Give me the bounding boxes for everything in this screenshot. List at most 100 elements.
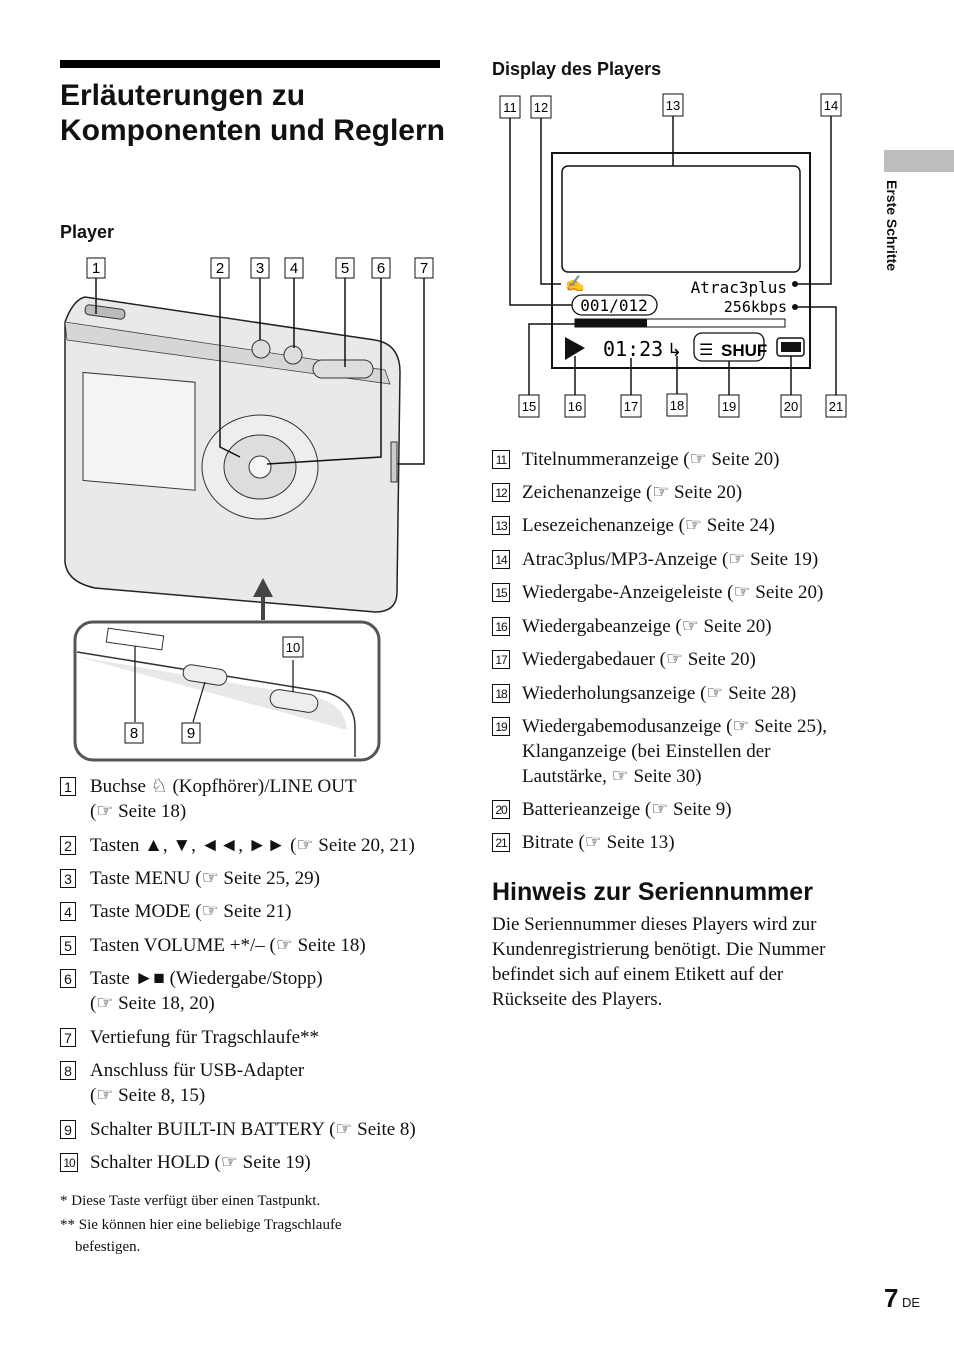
lcd-codec: Atrac3plus: [691, 278, 787, 297]
item-line: Lautstärke, ☞ Seite 30): [522, 766, 702, 787]
callout-10: 10: [282, 636, 304, 658]
item-text: Anschluss für USB-Adapter(☞ Seite 8, 15): [90, 1058, 304, 1108]
item-text: Wiedergabeanzeige (☞ Seite 20): [522, 614, 772, 639]
callout-13: 13: [662, 93, 684, 117]
page-title: Erläuterungen zu Komponenten und Reglern: [60, 79, 445, 147]
item-line: Lesezeichenanzeige (☞ Seite 24): [522, 515, 775, 536]
footnote-2: ** Sie können hier eine beliebige Tragsc…: [60, 1217, 342, 1233]
callout-12-label: 12: [534, 100, 548, 115]
callout-10-label: 10: [286, 640, 300, 655]
callout-4: 4: [284, 257, 304, 279]
callout-3: 3: [250, 257, 270, 279]
callout-12: 12: [530, 95, 552, 119]
callout-14: 14: [820, 93, 842, 117]
item-text: Atrac3plus/MP3-Anzeige (☞ Seite 19): [522, 547, 818, 572]
callout-9: 9: [181, 722, 201, 744]
item-text: Tasten ▲, ▼, ◄◄, ►► (☞ Seite 20, 21): [90, 833, 415, 858]
item-text: Wiedergabe-Anzeigeleiste (☞ Seite 20): [522, 580, 823, 605]
item-line: Taste ►■ (Wiedergabe/Stopp): [90, 968, 323, 989]
hinweis-heading: Hinweis zur Seriennummer: [492, 878, 813, 906]
item-number: 14: [492, 550, 510, 569]
lcd-mode: SHUF: [721, 341, 767, 360]
item-number: 18: [492, 684, 510, 703]
callout-4-label: 4: [290, 260, 298, 277]
item-text: Batterieanzeige (☞ Seite 9): [522, 797, 732, 822]
item-line: (☞ Seite 18): [90, 801, 187, 822]
callout-7-label: 7: [420, 260, 428, 277]
item-line: Zeichenanzeige (☞ Seite 20): [522, 482, 743, 503]
callout-5-label: 5: [341, 260, 349, 277]
item-line: Buchse ♘ (Kopfhörer)/LINE OUT: [90, 776, 357, 797]
display-heading: Display des Players: [492, 59, 662, 79]
item-line: Wiedergabemodusanzeige (☞ Seite 25),: [522, 716, 828, 737]
item-number: 9: [60, 1120, 76, 1139]
item-text: Tasten VOLUME +*/– (☞ Seite 18): [90, 933, 366, 958]
item-line: Tasten ▲, ▼, ◄◄, ►► (☞ Seite 20, 21): [90, 835, 415, 856]
item-number: 5: [60, 936, 76, 955]
item-text: Zeichenanzeige (☞ Seite 20): [522, 480, 742, 505]
footnote-1: * Diese Taste verfügt über einen Tastpun…: [60, 1193, 321, 1209]
headphone-jack: [84, 304, 126, 320]
item-line: Wiedergabeanzeige (☞ Seite 20): [522, 616, 772, 637]
list-icon: ☰: [699, 342, 713, 359]
item-text: Schalter HOLD (☞ Seite 19): [90, 1150, 311, 1175]
item-number: 1: [60, 777, 76, 796]
callout-5: 5: [335, 257, 355, 279]
item-text: Taste MENU (☞ Seite 25, 29): [90, 866, 320, 891]
lcd-time: 01:23: [603, 337, 663, 361]
callout-2-label: 2: [216, 260, 224, 277]
hold-switch: [269, 689, 319, 713]
item-text: Titelnummeranzeige (☞ Seite 20): [522, 447, 779, 472]
item-number: 11: [492, 450, 510, 469]
item-line: Wiedergabedauer (☞ Seite 20): [522, 649, 756, 670]
item-text: Buchse ♘ (Kopfhörer)/LINE OUT (☞ Seite 18…: [90, 774, 357, 824]
item-text: Taste ►■ (Wiedergabe/Stopp) (☞ Seite 18, …: [90, 966, 323, 1016]
item-line: (☞ Seite 18, 20): [90, 993, 215, 1014]
item-number: 8: [60, 1061, 76, 1080]
item-number: 7: [60, 1028, 76, 1047]
side-tab-label: Erste Schritte: [884, 180, 914, 300]
item-text: Schalter BUILT-IN BATTERY (☞ Seite 8): [90, 1117, 416, 1142]
item-number: 12: [492, 483, 510, 502]
page-suffix: DE: [902, 1295, 921, 1310]
player-heading: Player: [60, 222, 115, 242]
callout-21-label: 21: [829, 399, 843, 414]
progress-fill: [575, 319, 647, 327]
menu-button: [251, 339, 271, 359]
lcd-track: 001/012: [580, 296, 647, 315]
title-rule: [60, 60, 440, 68]
callout-9-label: 9: [187, 725, 195, 742]
item-text: Wiedergabedauer (☞ Seite 20): [522, 647, 756, 672]
hinweis-line: Rückseite des Players.: [492, 989, 663, 1010]
callout-6-label: 6: [377, 260, 385, 277]
callout-13-label: 13: [666, 98, 680, 113]
item-line: Bitrate (☞ Seite 13): [522, 832, 675, 853]
callout-6: 6: [371, 257, 391, 279]
item-number: 20: [492, 800, 510, 819]
callout-16-label: 16: [568, 399, 582, 414]
usb-connector: [105, 627, 165, 651]
item-text: Wiedergabemodusanzeige (☞ Seite 25),Klan…: [522, 714, 827, 789]
side-tab-text: Erste Schritte: [884, 180, 900, 272]
item-line: Atrac3plus/MP3-Anzeige (☞ Seite 19): [522, 549, 819, 570]
callout-21: 21: [825, 394, 847, 418]
item-text: Taste MODE (☞ Seite 21): [90, 899, 291, 924]
item-number: 16: [492, 617, 510, 636]
item-line: (☞ Seite 8, 15): [90, 1085, 206, 1106]
hinweis-text: Die Seriennummer dieses Players wird zur…: [492, 912, 825, 1012]
item-line: Titelnummeranzeige (☞ Seite 20): [522, 449, 780, 470]
item-line: Wiedergabe-Anzeigeleiste (☞ Seite 20): [522, 582, 824, 603]
strap-hole: [390, 441, 398, 483]
item-text: Wiederholungsanzeige (☞ Seite 28): [522, 681, 796, 706]
lcd-bitrate: 256kbps: [724, 298, 787, 316]
item-text: Lesezeichenanzeige (☞ Seite 24): [522, 513, 775, 538]
bookmark-icon: ✍: [565, 275, 585, 293]
item-line: Tasten VOLUME +*/– (☞ Seite 18): [90, 935, 366, 956]
hinweis-line: Die Seriennummer dieses Players wird zur: [492, 914, 817, 935]
item-number: 17: [492, 650, 510, 669]
callout-11-label: 11: [503, 100, 517, 115]
hinweis-line: Kundenregistrierung benötigt. Die Nummer: [492, 939, 826, 960]
callout-15-label: 15: [522, 399, 536, 414]
item-line: Vertiefung für Tragschlaufe**: [90, 1027, 320, 1048]
callout-2: 2: [210, 257, 230, 279]
